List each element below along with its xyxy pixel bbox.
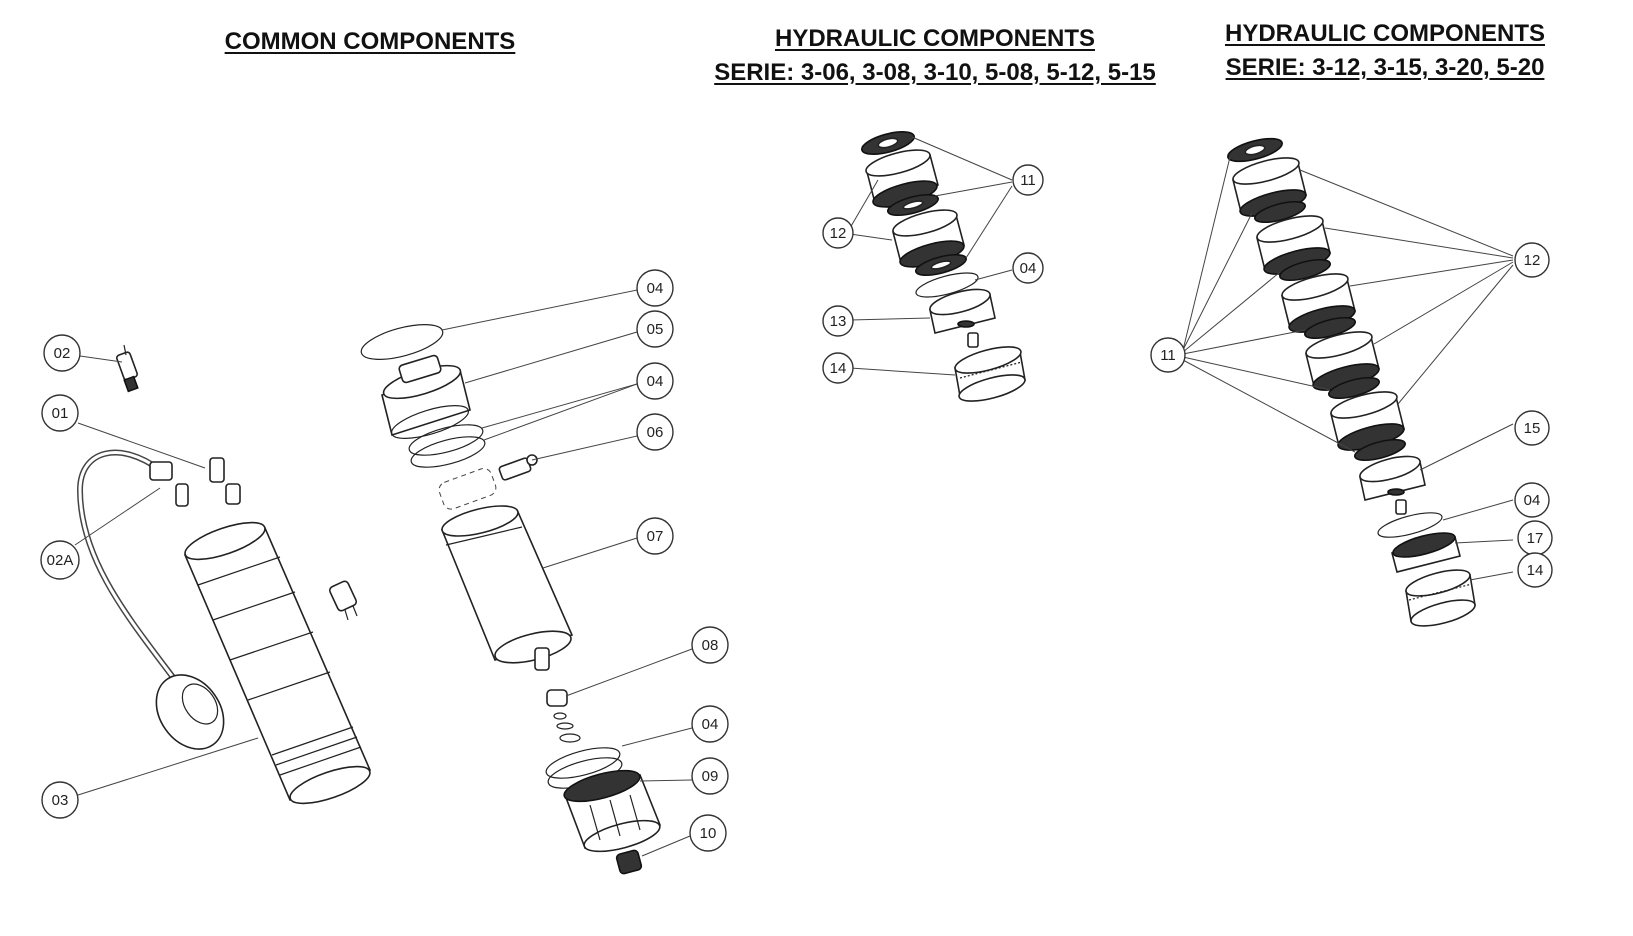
svg-text:04: 04 xyxy=(647,373,664,390)
part-03-housing-tube xyxy=(183,521,372,805)
part-02-connector xyxy=(116,344,139,393)
callout-b-04: 04 xyxy=(1514,482,1550,518)
svg-text:11: 11 xyxy=(1020,172,1036,189)
callout-03: 03 xyxy=(41,781,79,819)
callout-01: 01 xyxy=(41,394,79,432)
callout-b-17: 17 xyxy=(1517,520,1553,556)
part-09-base xyxy=(563,769,662,853)
callout-b-14: 14 xyxy=(1517,552,1553,588)
heading-common-components: COMMON COMPONENTS xyxy=(224,28,516,55)
svg-text:01: 01 xyxy=(52,405,69,422)
svg-text:14: 14 xyxy=(830,360,847,377)
svg-text:13: 13 xyxy=(830,313,847,330)
svg-text:03: 03 xyxy=(52,792,69,809)
part-07-motor xyxy=(440,505,574,671)
part-05-cap xyxy=(381,354,471,439)
hydraulic-b-stack xyxy=(1227,137,1476,627)
svg-text:12: 12 xyxy=(830,225,847,242)
callout-05: 05 xyxy=(636,310,674,348)
heading-hydraulic-a-series: SERIE: 3-06, 3-08, 3-10, 5-08, 5-12, 5-1… xyxy=(714,59,1156,86)
svg-text:05: 05 xyxy=(647,321,664,338)
hydraulic-a-stack xyxy=(861,131,1026,402)
callout-04-top: 04 xyxy=(636,269,674,307)
heading-hydraulic-b-title: HYDRAULIC COMPONENTS xyxy=(1224,20,1545,47)
part-04-oring-mid-a xyxy=(408,424,484,456)
part-08-seal-set xyxy=(546,689,581,743)
part-10-plug xyxy=(615,849,643,875)
part-04-oring-low-a xyxy=(545,747,621,779)
callout-04-low: 04 xyxy=(691,705,729,743)
heading-hydraulic-a-title: HYDRAULIC COMPONENTS xyxy=(774,25,1095,52)
callout-04-mid: 04 xyxy=(636,362,674,400)
part-06-capacitor xyxy=(438,454,538,510)
svg-text:07: 07 xyxy=(647,528,664,545)
callout-b-15: 15 xyxy=(1514,410,1550,446)
svg-text:04: 04 xyxy=(647,280,664,297)
callout-a-11: 11 xyxy=(1012,164,1044,196)
leader-lines xyxy=(74,136,1514,857)
svg-text:04: 04 xyxy=(1524,492,1541,509)
callout-a-04: 04 xyxy=(1012,252,1044,284)
part-02a-float-switch xyxy=(76,449,225,750)
part-01-cable xyxy=(209,422,358,621)
svg-text:10: 10 xyxy=(700,825,717,842)
callout-02a: 02A xyxy=(40,540,80,580)
svg-text:06: 06 xyxy=(647,424,664,441)
svg-text:11: 11 xyxy=(1160,347,1176,364)
heading-hydraulic-b-series: SERIE: 3-12, 3-15, 3-20, 5-20 xyxy=(1225,54,1545,81)
svg-text:12: 12 xyxy=(1524,252,1541,269)
svg-text:17: 17 xyxy=(1527,530,1544,547)
callout-06: 06 xyxy=(636,413,674,451)
callout-02: 02 xyxy=(43,334,81,372)
callout-09: 09 xyxy=(691,757,729,795)
callout-07: 07 xyxy=(636,517,674,555)
callout-a-13: 13 xyxy=(822,305,854,337)
heading-hydraulic-a: HYDRAULIC COMPONENTS SERIE: 3-06, 3-08, … xyxy=(700,22,1170,90)
callout-08: 08 xyxy=(691,626,729,664)
heading-hydraulic-b: HYDRAULIC COMPONENTS SERIE: 3-12, 3-15, … xyxy=(1190,17,1580,85)
callout-10: 10 xyxy=(689,814,727,852)
part-04-oring-top xyxy=(360,324,444,360)
svg-text:04: 04 xyxy=(702,716,719,733)
part-04-oring-mid-b xyxy=(410,436,486,468)
callout-b-12: 12 xyxy=(1514,242,1550,278)
svg-text:02: 02 xyxy=(54,345,71,362)
callout-a-12: 12 xyxy=(822,217,854,249)
svg-text:02A: 02A xyxy=(47,552,74,569)
callout-b-11: 11 xyxy=(1150,337,1186,373)
svg-text:08: 08 xyxy=(702,637,719,654)
svg-text:04: 04 xyxy=(1020,260,1037,277)
svg-text:09: 09 xyxy=(702,768,719,785)
svg-text:15: 15 xyxy=(1524,420,1541,437)
callout-a-14: 14 xyxy=(822,352,854,384)
svg-text:14: 14 xyxy=(1527,562,1544,579)
